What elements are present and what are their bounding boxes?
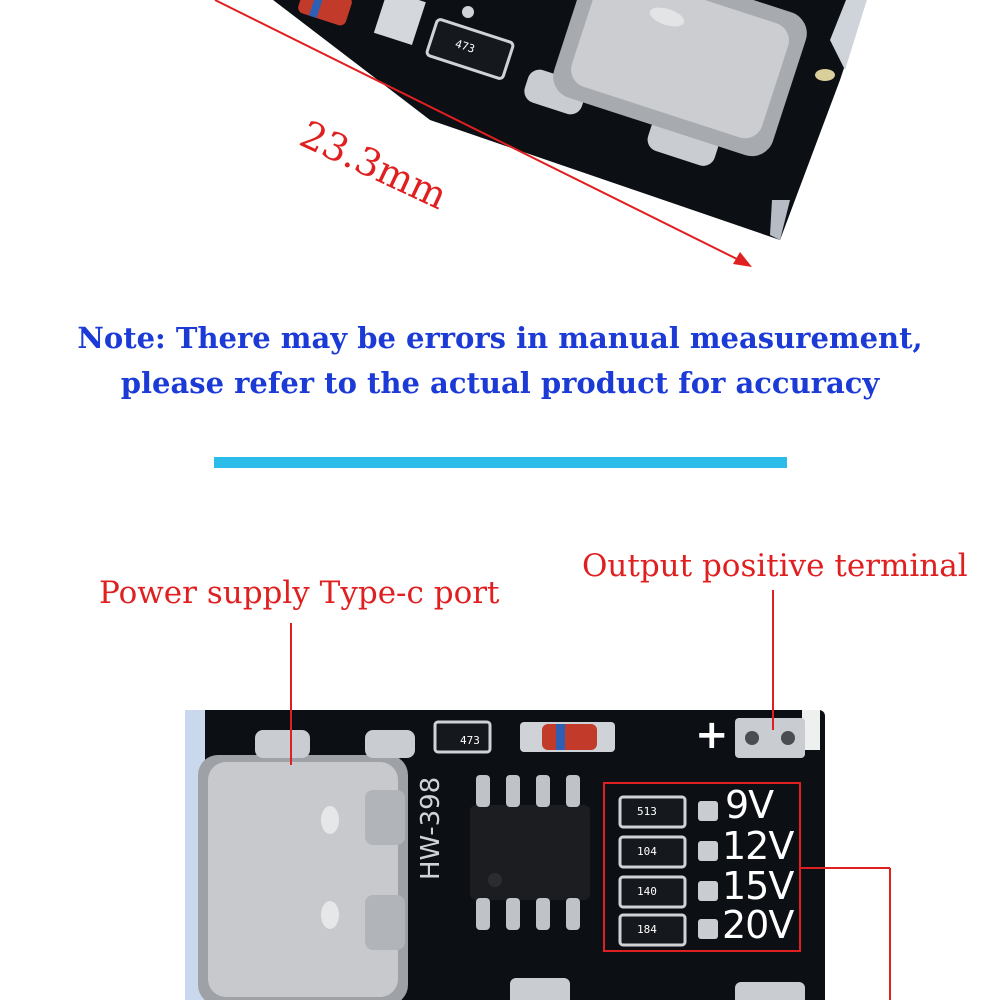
resistor-code-2: 104 [637,845,657,858]
note-line-1: Note: There may be errors in manual meas… [77,321,923,355]
plus-marking: + [695,712,729,758]
voltage-12v: 12V [722,824,794,868]
resistor-code-1: 513 [637,805,657,818]
type-c-port-callout: Power supply Type-c port [99,575,500,611]
voltage-20v: 20V [722,903,794,947]
top-product-photo [0,0,1000,290]
note-line-2: please refer to the actual product for a… [120,366,880,400]
voltage-15v: 15V [722,864,794,908]
voltage-9v: 9V [725,783,774,827]
resistor-code-3: 140 [637,885,657,898]
top-resistor-marking-2: 473 [460,734,480,747]
top-board-drawing [214,0,867,267]
output-positive-callout: Output positive terminal [582,548,968,584]
section-divider [214,457,787,468]
resistor-code-4: 184 [637,923,657,936]
